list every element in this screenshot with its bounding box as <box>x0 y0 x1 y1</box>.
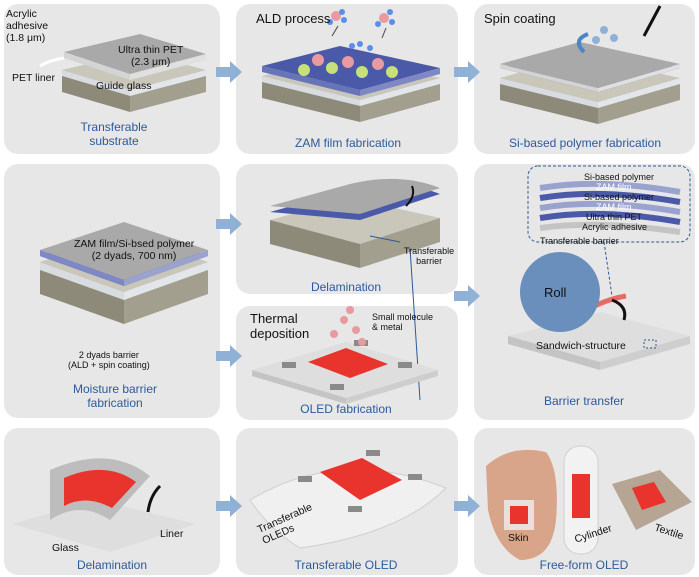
delamination-top-caption: Delamination <box>310 280 382 294</box>
small-molecule-label: Small molecule & metal <box>372 312 434 333</box>
flow-arrow-4 <box>216 345 242 367</box>
liner-label: Liner <box>160 528 184 540</box>
flow-arrow-5 <box>454 285 480 307</box>
thermal-deposition-title: Thermal deposition <box>250 311 310 341</box>
stack-label: ZAM film/Si-bsed polymer (2 dyads, 700 n… <box>74 238 195 263</box>
spin-coating-title: Spin coating <box>484 11 556 26</box>
flow-arrow-7 <box>454 495 480 517</box>
transferable-substrate-caption: Transferable substrate <box>80 120 148 149</box>
layer-ultra-thin-pet: Ultra thin PET <box>586 212 643 222</box>
layer-si-polymer-1: Si-based polymer <box>584 172 655 182</box>
transferable-oled-caption: Transferable OLED <box>294 558 398 572</box>
flow-arrow-1 <box>216 61 242 83</box>
dyads-label: 2 dyads barrier (ALD + spin coating) <box>68 350 150 371</box>
layer-acrylic-adhesive: Acrylic adhesive <box>582 222 648 232</box>
flow-arrow-3 <box>216 213 242 235</box>
transferable-barrier-inset-label: Transferable barrier <box>540 236 619 246</box>
oled-fab-caption: OLED fabrication <box>300 402 392 416</box>
flow-arrow-2 <box>454 61 480 83</box>
layer-zam-2: ZAM film <box>596 202 632 212</box>
skin-label: Skin <box>508 532 529 544</box>
barrier-transfer-caption: Barrier transfer <box>543 394 625 408</box>
zam-film-caption: ZAM film fabrication <box>294 136 402 150</box>
si-polymer-caption: Si-based polymer fabrication <box>508 136 662 150</box>
ald-process-title: ALD process <box>256 11 331 26</box>
delamination-bottom-caption: Delamination <box>76 558 148 572</box>
acrylic-adhesive-label: Acrylic adhesive (1.8 μm) <box>6 8 49 45</box>
layer-si-polymer-2: Si-based polymer <box>584 192 655 202</box>
sandwich-structure-label: Sandwich-structure <box>536 340 626 352</box>
moisture-barrier-caption: Moisture barrier fabrication <box>72 382 158 411</box>
transferable-barrier-label: Transferable barrier <box>404 246 455 267</box>
pet-liner-label: PET liner <box>12 72 55 84</box>
roll-label: Roll <box>544 285 567 300</box>
flow-arrow-6 <box>216 495 242 517</box>
free-form-oled-caption: Free-form OLED <box>539 558 629 572</box>
guide-glass-label: Guide glass <box>96 80 152 92</box>
layer-zam-1: ZAM film <box>596 182 632 192</box>
ultra-thin-pet-label: Ultra thin PET (2.3 μm) <box>118 44 184 69</box>
glass-label: Glass <box>52 542 79 554</box>
